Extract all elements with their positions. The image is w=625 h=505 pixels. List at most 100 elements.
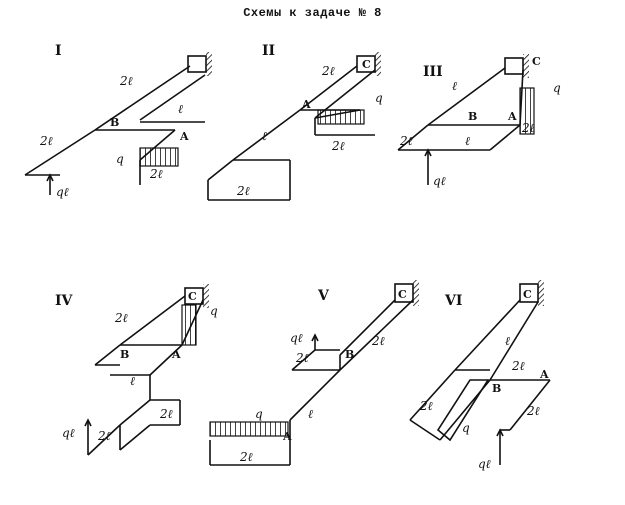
beam-segment xyxy=(509,379,551,431)
beam-segment xyxy=(87,424,121,456)
dimension-label: 2ℓ xyxy=(419,399,433,413)
dimension-label: qℓ xyxy=(62,426,75,440)
dimension-label: A xyxy=(507,110,517,123)
dimension-label: C xyxy=(398,288,407,301)
dimension-label: 2ℓ xyxy=(521,121,535,135)
dimension-label: qℓ xyxy=(56,185,69,199)
beam-segment xyxy=(489,301,539,381)
dimension-label: C xyxy=(362,58,371,71)
scheme-5: V 2ℓ 2ℓ ℓ 2ℓ B A q C qℓ xyxy=(209,280,419,466)
dimension-label: qℓ xyxy=(478,457,491,471)
beam-segment xyxy=(291,349,316,371)
scheme-6: VI ℓ 2ℓ 2ℓ 2ℓ B A q C qℓ xyxy=(409,280,551,471)
beam-segment xyxy=(397,124,429,151)
dimension-label: A xyxy=(301,98,311,111)
distributed-load-q xyxy=(139,147,179,167)
distributed-load-q xyxy=(181,304,197,346)
dimension-label: C xyxy=(523,288,532,301)
arrowhead-icon xyxy=(424,148,432,157)
beam-segment xyxy=(339,299,414,371)
beam-segment xyxy=(119,295,186,346)
dimension-label: B xyxy=(120,348,129,361)
beam-segment xyxy=(119,399,151,426)
beam-segment xyxy=(119,424,151,451)
beam-segment xyxy=(94,344,121,366)
dimension-label: A xyxy=(539,368,549,381)
distributed-load-q xyxy=(519,87,535,135)
dimension-label: 2ℓ xyxy=(239,450,253,464)
beam-segment xyxy=(409,369,456,421)
scheme-4: IV 2ℓ ℓ 2ℓ 2ℓ B A q C qℓ xyxy=(55,284,218,456)
wall-support-icon xyxy=(187,55,207,73)
dimension-label: ℓ xyxy=(465,134,470,148)
beam-segment xyxy=(339,299,396,356)
dimension-label: 2ℓ xyxy=(119,74,133,88)
scheme-numeral: V xyxy=(317,288,330,304)
scheme-numeral: III xyxy=(423,64,443,80)
beam-segment xyxy=(232,109,301,161)
diagram-title: Схемы к задаче № 8 xyxy=(243,6,382,20)
dimension-label: 2ℓ xyxy=(97,429,111,443)
dimension-label: 2ℓ xyxy=(295,351,309,365)
scheme-1: I 2ℓ ℓ 2ℓ 2ℓ B A q qℓ xyxy=(24,43,212,199)
dimension-label: C xyxy=(532,55,541,68)
dimension-label: C xyxy=(188,290,197,303)
arrowhead-icon xyxy=(311,333,319,342)
arrowhead-icon xyxy=(496,428,504,437)
beam-segment xyxy=(207,159,234,181)
dimension-label: A xyxy=(171,348,181,361)
dimension-label: 2ℓ xyxy=(149,167,163,181)
dimension-label: 2ℓ xyxy=(159,407,173,421)
beam-segment xyxy=(24,129,96,176)
distributed-load-q xyxy=(209,421,289,437)
wall-support-icon xyxy=(504,57,524,75)
arrowhead-icon xyxy=(46,173,54,182)
dimension-label: B xyxy=(492,382,501,395)
dimension-label: B xyxy=(110,116,119,129)
scheme-3: III ℓ 2ℓ ℓ 2ℓ B A q C qℓ xyxy=(397,54,561,188)
dimension-label: 2ℓ xyxy=(39,134,53,148)
wall-hatching-icon xyxy=(206,52,212,76)
dimension-label: A xyxy=(282,430,292,443)
dimension-label: ℓ xyxy=(505,334,510,348)
dimension-label: 2ℓ xyxy=(399,134,413,148)
dimension-label: q xyxy=(255,407,263,421)
dimension-label: 2ℓ xyxy=(331,139,345,153)
beam-segment xyxy=(454,299,521,371)
dimension-label: 2ℓ xyxy=(321,64,335,78)
dimension-label: q xyxy=(375,91,383,105)
beam-segment xyxy=(149,344,183,376)
dimension-label: q xyxy=(116,152,124,166)
dimension-label: B xyxy=(468,110,477,123)
dimension-label: 2ℓ xyxy=(511,359,525,373)
dimension-label: ℓ xyxy=(262,129,267,143)
dimension-label: q xyxy=(210,304,218,318)
dimension-label: qℓ xyxy=(433,174,446,188)
arrowhead-icon xyxy=(84,418,92,427)
dimension-label: ℓ xyxy=(178,102,183,116)
distributed-load-q xyxy=(317,109,365,125)
beam-segment xyxy=(538,280,544,306)
dimension-label: A xyxy=(179,130,189,143)
beam-segment xyxy=(523,54,529,78)
scheme-numeral: I xyxy=(55,43,62,59)
dimension-label: q xyxy=(553,81,561,95)
scheme-numeral: IV xyxy=(55,293,74,309)
dimension-label: 2ℓ xyxy=(114,311,128,325)
beam-segment xyxy=(299,65,358,111)
beam-segment xyxy=(139,74,206,121)
beam-segment xyxy=(409,419,441,441)
beam-segment xyxy=(203,284,209,308)
beam-segment xyxy=(489,124,521,151)
dimension-label: ℓ xyxy=(452,79,457,93)
scheme-numeral: VI xyxy=(444,293,462,309)
distributed-load-q xyxy=(436,379,490,442)
scheme-2: II 2ℓ ℓ 2ℓ 2ℓ A q C xyxy=(207,43,383,201)
dimension-label: qℓ xyxy=(290,331,303,345)
dimension-label: ℓ xyxy=(308,407,313,421)
beam-segment xyxy=(427,67,506,126)
dimension-label: 2ℓ xyxy=(236,184,250,198)
dimension-label: 2ℓ xyxy=(371,334,385,348)
dimension-label: B xyxy=(345,348,354,361)
